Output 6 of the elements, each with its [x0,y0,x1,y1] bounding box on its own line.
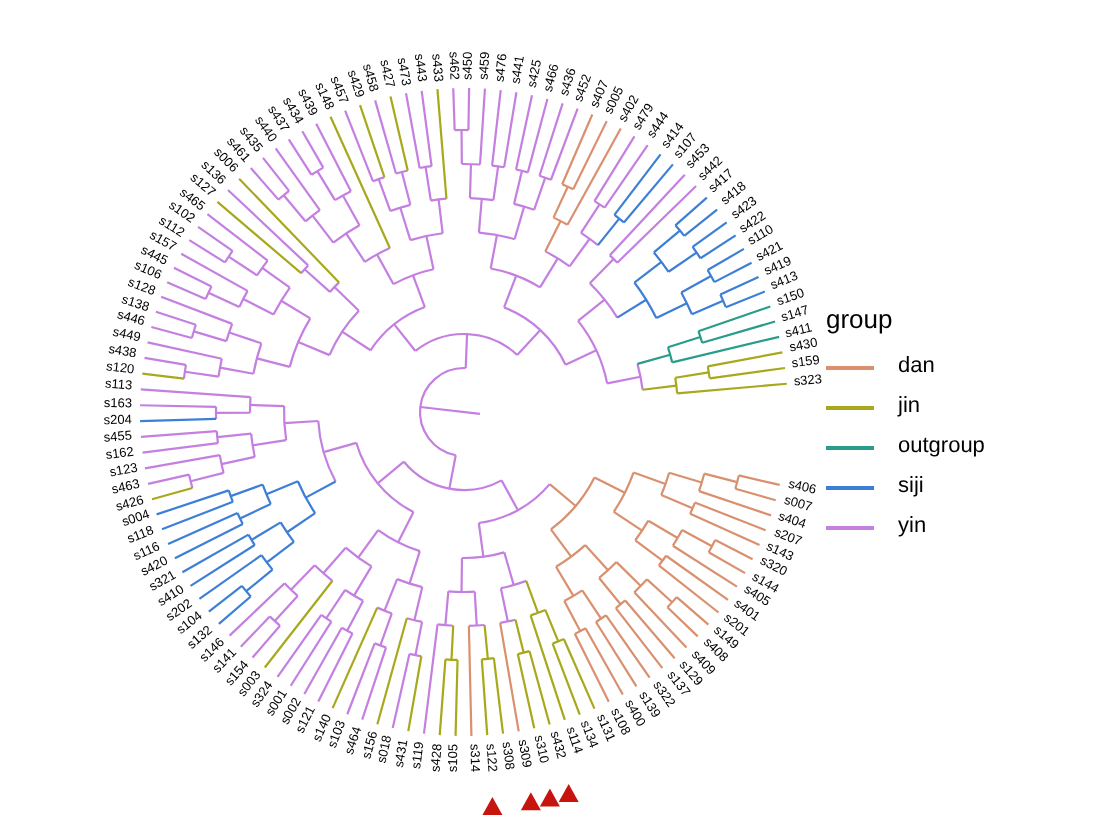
legend-title: group [826,302,895,338]
legend-text: yin [898,512,927,543]
legend-text: jin [898,392,921,423]
legend-text: siji [898,472,924,503]
legend-text: dan [898,352,935,383]
legend-text: outgroup [898,432,985,463]
